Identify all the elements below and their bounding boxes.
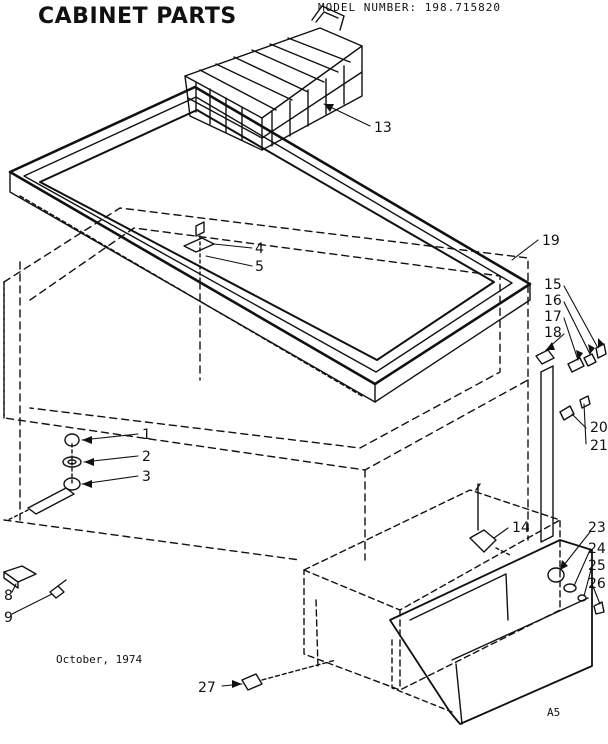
lid-frame (8, 85, 532, 403)
callout-27: 27 (198, 680, 216, 696)
page-title: CABINET PARTS (38, 4, 237, 29)
callout-4: 4 (255, 241, 264, 257)
callout-18: 18 (544, 325, 562, 341)
callout-13: 13 (374, 120, 392, 136)
callout-21: 21 (590, 438, 608, 454)
drain-plug-assembly (7, 433, 82, 521)
callout-15: 15 (544, 277, 562, 293)
callout-5: 5 (255, 259, 264, 275)
wire-connector (241, 659, 337, 691)
model-number: MODEL NUMBER: 198.715820 (318, 1, 501, 14)
page-code: A5 (547, 706, 561, 719)
callout-17: 17 (544, 309, 562, 325)
callout-1: 1 (142, 427, 151, 443)
callout-labels: 1 2 3 4 5 8 9 13 14 15 16 17 18 19 20 21… (4, 120, 608, 696)
leader-lines (11, 103, 601, 687)
control-panel (389, 539, 593, 725)
control-housing (303, 489, 561, 691)
callout-19: 19 (542, 233, 560, 249)
callout-16: 16 (544, 293, 562, 309)
wire-basket (184, 5, 363, 151)
thermostat (469, 483, 513, 557)
lid-hinge-assembly (535, 343, 607, 543)
callout-3: 3 (142, 469, 151, 485)
callout-24: 24 (588, 541, 606, 557)
callout-14: 14 (512, 520, 530, 536)
cabinet-body (3, 207, 529, 561)
callout-9: 9 (4, 610, 13, 626)
callout-20: 20 (590, 420, 608, 436)
callout-8: 8 (4, 588, 13, 604)
callout-25: 25 (588, 558, 606, 574)
publication-date: October, 1974 (56, 653, 143, 666)
callout-26: 26 (588, 576, 606, 592)
foot-bracket-and-screw (3, 565, 67, 599)
callout-23: 23 (588, 520, 606, 536)
leader-arrowheads (82, 104, 604, 688)
callout-2: 2 (142, 449, 151, 465)
